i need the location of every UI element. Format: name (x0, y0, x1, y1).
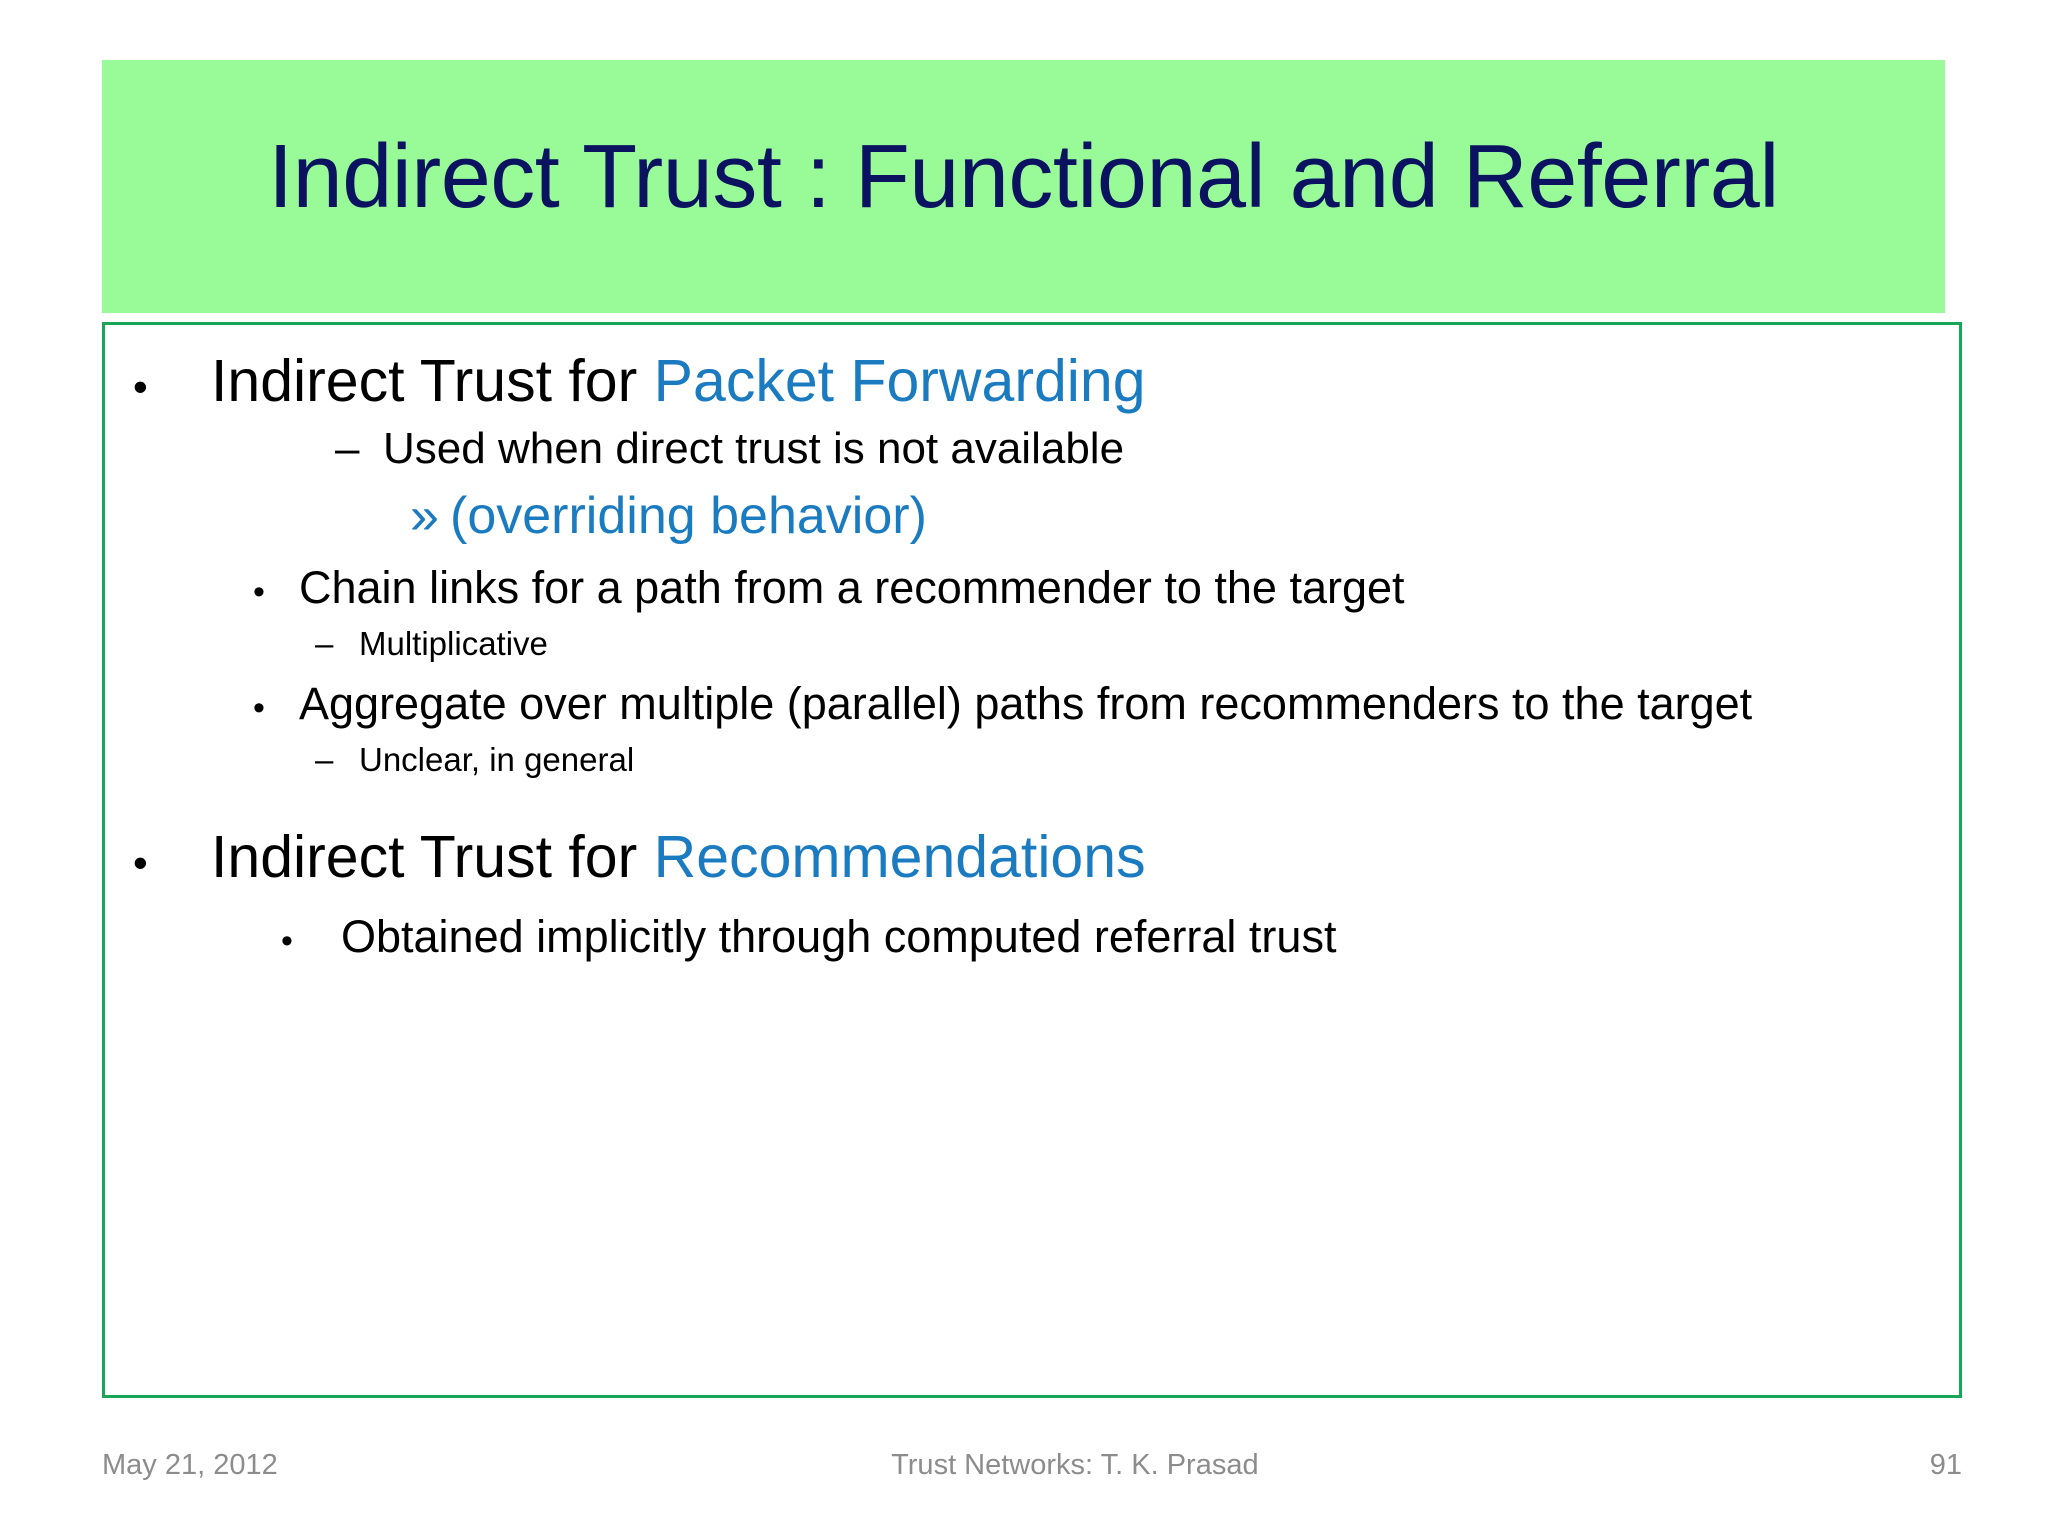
bullet-marker-guillemet: » (410, 487, 439, 546)
bullet-marker-dot: • (281, 921, 293, 960)
bullet-marker-dot: • (133, 363, 148, 410)
bullet-marker-dot: • (133, 839, 148, 887)
bullet-text: Indirect Trust for Recommendations (211, 823, 1959, 891)
bullet-text: Indirect Trust for Packet Forwarding (211, 347, 1959, 415)
sub-bullet-aggregate-parallel-paths: • Aggregate over multiple (parallel) pat… (105, 677, 1959, 731)
bullet-text-lead: Indirect Trust for (211, 348, 654, 414)
sub-bullet-text: Chain links for a path from a recommende… (299, 561, 1405, 613)
bullet-marker-dash: – (335, 424, 360, 474)
footer-date: May 21, 2012 (102, 1448, 278, 1481)
bullet-marker-dash: – (315, 741, 334, 779)
sub-bullet-obtained-implicitly: • Obtained implicitly through computed r… (105, 910, 1959, 964)
footer-title: Trust Networks: T. K. Prasad (891, 1448, 1259, 1481)
bullet-text-accent: Recommendations (653, 824, 1146, 891)
title-banner: Indirect Trust : Functional and Referral (102, 60, 1945, 313)
sub-bullet-overriding-behavior: » (overriding behavior) (105, 486, 1959, 546)
sub-bullet-text: (overriding behavior) (450, 487, 927, 546)
sub-bullet-unclear-in-general: – Unclear, in general (105, 741, 1959, 779)
sub-bullet-used-when-direct-trust: – Used when direct trust is not availabl… (105, 423, 1959, 474)
sub-bullet-text: Used when direct trust is not available (383, 424, 1125, 474)
sub-bullet-text: Unclear, in general (359, 741, 635, 779)
page-title: Indirect Trust : Functional and Referral (268, 127, 1779, 228)
sub-bullet-multiplicative: – Multiplicative (105, 625, 1959, 663)
bullet-text-accent: Packet Forwarding (653, 348, 1146, 414)
sub-bullet-text: Multiplicative (359, 624, 548, 662)
bullet-indirect-trust-recommendations: • Indirect Trust for Recommendations (105, 823, 1959, 891)
content-box: • Indirect Trust for Packet Forwarding –… (102, 322, 1962, 1398)
slide-footer: May 21, 2012 Trust Networks: T. K. Prasa… (102, 1440, 1962, 1490)
bullet-marker-dash: – (315, 624, 334, 662)
bullet-indirect-trust-packet-forwarding: • Indirect Trust for Packet Forwarding (105, 347, 1959, 415)
sub-bullet-text: Aggregate over multiple (parallel) paths… (299, 678, 1753, 730)
bullet-text-lead: Indirect Trust for (211, 824, 654, 891)
bullet-marker-dot: • (253, 572, 265, 611)
sub-bullet-chain-links: • Chain links for a path from a recommen… (105, 561, 1959, 615)
footer-page-number: 91 (1929, 1448, 1962, 1481)
bullet-marker-dot: • (253, 689, 265, 728)
sub-bullet-text: Obtained implicitly through computed ref… (341, 910, 1337, 962)
